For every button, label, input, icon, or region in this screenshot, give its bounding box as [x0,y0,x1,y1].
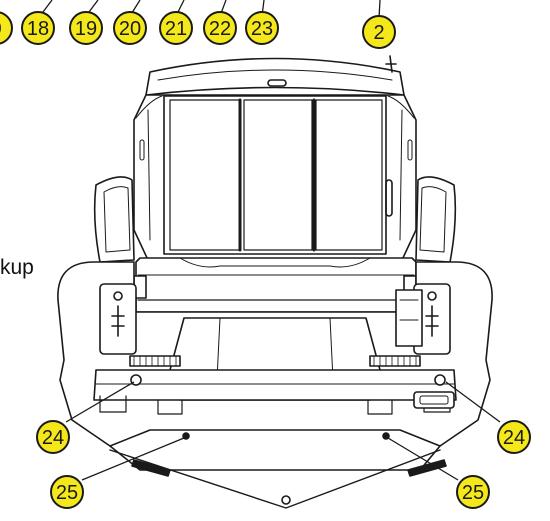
right-grille [369,355,421,367]
callout-22: 22 [203,11,237,45]
callout-18: 18 [21,11,55,45]
callout-label: 21 [165,18,187,40]
drain-plug [281,495,291,505]
hardtop-roof [145,57,405,96]
callout-25-right: 25 [456,475,490,509]
callout-20: 20 [113,11,147,45]
callout-24-right: 24 [497,420,531,454]
callout-label: 24 [42,427,64,449]
callout-24-left: 24 [36,420,70,454]
door-handle [385,179,393,217]
callout-label: 25 [56,482,78,504]
callout-label: 25 [462,482,484,504]
callout-partial: 0 [0,11,13,45]
callout-19: 19 [69,11,103,45]
callouts: 0 18 19 20 21 22 23 2 [0,11,531,509]
rear-window [163,95,387,255]
cropped-label-text: kup [0,256,34,279]
callout-label: 19 [75,18,97,40]
antenna [385,55,397,73]
callout-21: 21 [159,11,193,45]
trim-tab-left [131,459,171,477]
leader-lines [39,0,501,481]
callout-label: 22 [209,18,231,40]
callout-label: 24 [503,427,525,449]
transducer-left [182,432,190,440]
swim-platform [93,369,457,401]
callout-label: 18 [27,18,49,40]
left-grille [129,355,181,367]
callout-label: 20 [119,18,141,40]
callout-25-left: 25 [50,475,84,509]
lower-hull [109,429,441,471]
trim-tab-right [407,459,447,477]
callout-23: 23 [245,11,279,45]
tow-eye-right [434,374,446,386]
roof-light [267,79,287,87]
callout-2: 2 [362,15,396,49]
callout-label: 2 [373,22,384,44]
callout-label: 23 [251,18,273,40]
callout-label: 0 [0,18,2,40]
transducer-right [382,432,390,440]
boat-drawing [57,55,493,509]
